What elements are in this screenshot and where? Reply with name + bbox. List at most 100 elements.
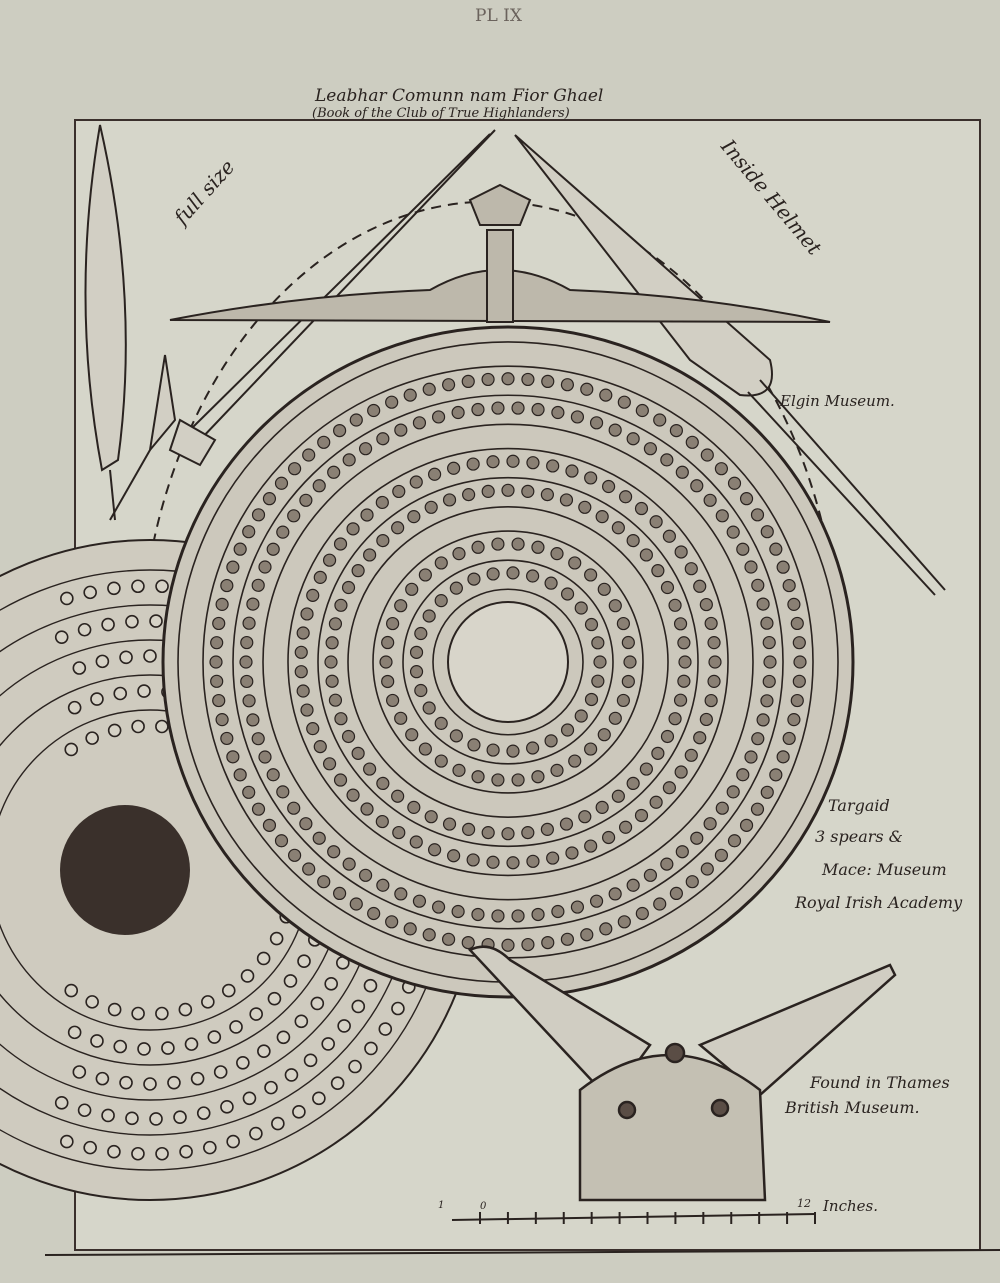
shield-stud xyxy=(481,826,495,840)
shield-stud xyxy=(506,856,520,870)
shield-stud xyxy=(414,683,428,698)
shield-stud xyxy=(266,768,280,782)
shield-stud xyxy=(334,598,348,612)
label-royal-irish-academy: Royal Irish Academy xyxy=(795,893,963,912)
shield-stud xyxy=(85,731,99,745)
shield-stud xyxy=(760,694,774,708)
shield-stud xyxy=(511,537,525,551)
label-found-in-thames: Found in Thames xyxy=(810,1073,950,1092)
shield-stud xyxy=(760,525,774,539)
shield-stud xyxy=(449,581,463,595)
shield-stud xyxy=(201,995,215,1009)
shield-stud xyxy=(385,395,399,409)
shield-stud xyxy=(54,1096,69,1110)
shield-stud xyxy=(621,674,635,689)
shield-stud xyxy=(90,1034,104,1048)
shield-stud xyxy=(274,476,289,490)
shield-stud xyxy=(221,983,236,998)
shield-stud xyxy=(360,802,374,816)
shield-stud xyxy=(302,862,316,876)
shield-stud xyxy=(626,878,640,892)
shield-stud xyxy=(560,723,575,737)
shield-stud xyxy=(544,734,558,748)
plate-number: PL IX xyxy=(475,6,522,26)
shield-stud xyxy=(85,995,99,1009)
shield-stud xyxy=(287,801,301,815)
shield-stud xyxy=(708,655,722,669)
shield-stud xyxy=(303,1053,318,1068)
shield-stud xyxy=(599,388,613,402)
shield-stud xyxy=(776,560,790,574)
shield-stud xyxy=(634,501,649,516)
shield-stud xyxy=(461,374,475,388)
shield-stud xyxy=(792,674,806,688)
shield-stud xyxy=(346,522,360,536)
shield-stud xyxy=(703,817,717,831)
shield-stud xyxy=(491,773,505,787)
shield-stud xyxy=(322,757,337,771)
shield-stud xyxy=(251,578,265,592)
shield-stud xyxy=(422,701,436,715)
shield-stud xyxy=(178,1002,193,1017)
shield-stud xyxy=(427,467,442,481)
shield-stud xyxy=(190,1071,205,1086)
shield-stud xyxy=(327,465,341,479)
shield-stud xyxy=(349,897,363,911)
shield-stud xyxy=(578,500,592,514)
shield-stud xyxy=(762,635,776,650)
shield-stud xyxy=(72,661,87,675)
shield-stud xyxy=(570,410,585,424)
shield-stud xyxy=(756,713,770,727)
shield-stud xyxy=(363,548,377,562)
shield-stud xyxy=(346,788,360,802)
shield-stud xyxy=(184,1037,199,1051)
shield-stud xyxy=(621,635,635,650)
shield-stud xyxy=(107,1002,122,1017)
horned-helmet xyxy=(467,945,897,1202)
scale-label-0: 0 xyxy=(480,1201,487,1212)
spears xyxy=(84,124,946,596)
shield-stud xyxy=(608,423,622,437)
shield-stud xyxy=(427,843,442,857)
scale-label-1: 1 xyxy=(438,1200,445,1211)
shield-stud xyxy=(568,754,582,768)
shield-stud xyxy=(559,493,574,507)
shield-stud xyxy=(699,597,713,612)
shield-stud xyxy=(787,713,801,727)
shield-stud xyxy=(149,1112,163,1126)
shield-stud xyxy=(677,674,691,688)
shield-stud xyxy=(249,1007,263,1021)
shield-stud xyxy=(616,693,630,708)
shield-stud xyxy=(726,785,740,799)
shield-stud xyxy=(287,848,302,862)
shield-stud xyxy=(240,674,254,689)
shield-stud xyxy=(294,1014,309,1029)
shield-stud xyxy=(113,1039,128,1054)
shield-stud xyxy=(574,709,588,723)
shield-stud xyxy=(64,742,79,757)
shield-stud xyxy=(431,900,446,914)
shield-stud xyxy=(461,936,475,950)
shield-stud xyxy=(635,906,649,921)
shield-stud xyxy=(137,684,151,698)
label-elgin-museum: Elgin Museum. xyxy=(780,392,895,410)
shield-stud xyxy=(125,614,139,629)
shield-stud xyxy=(77,622,92,637)
shield-ring xyxy=(262,423,754,901)
shield-stud xyxy=(364,1041,378,1056)
shield-stud xyxy=(617,915,631,929)
shield-stud xyxy=(90,692,104,706)
shield-stud xyxy=(462,488,476,502)
shield-stud xyxy=(317,875,331,889)
shield-stud xyxy=(379,655,393,669)
shield-stud xyxy=(334,712,348,726)
shield-stud xyxy=(649,515,663,529)
shield-stud xyxy=(407,510,421,524)
shield-stud xyxy=(376,878,390,892)
shield-stud xyxy=(394,423,408,437)
shield-stud xyxy=(358,442,373,456)
shield-stud xyxy=(239,655,253,669)
shield-stud xyxy=(684,562,698,576)
shield-stud xyxy=(660,729,675,744)
shield-stud xyxy=(739,818,754,832)
